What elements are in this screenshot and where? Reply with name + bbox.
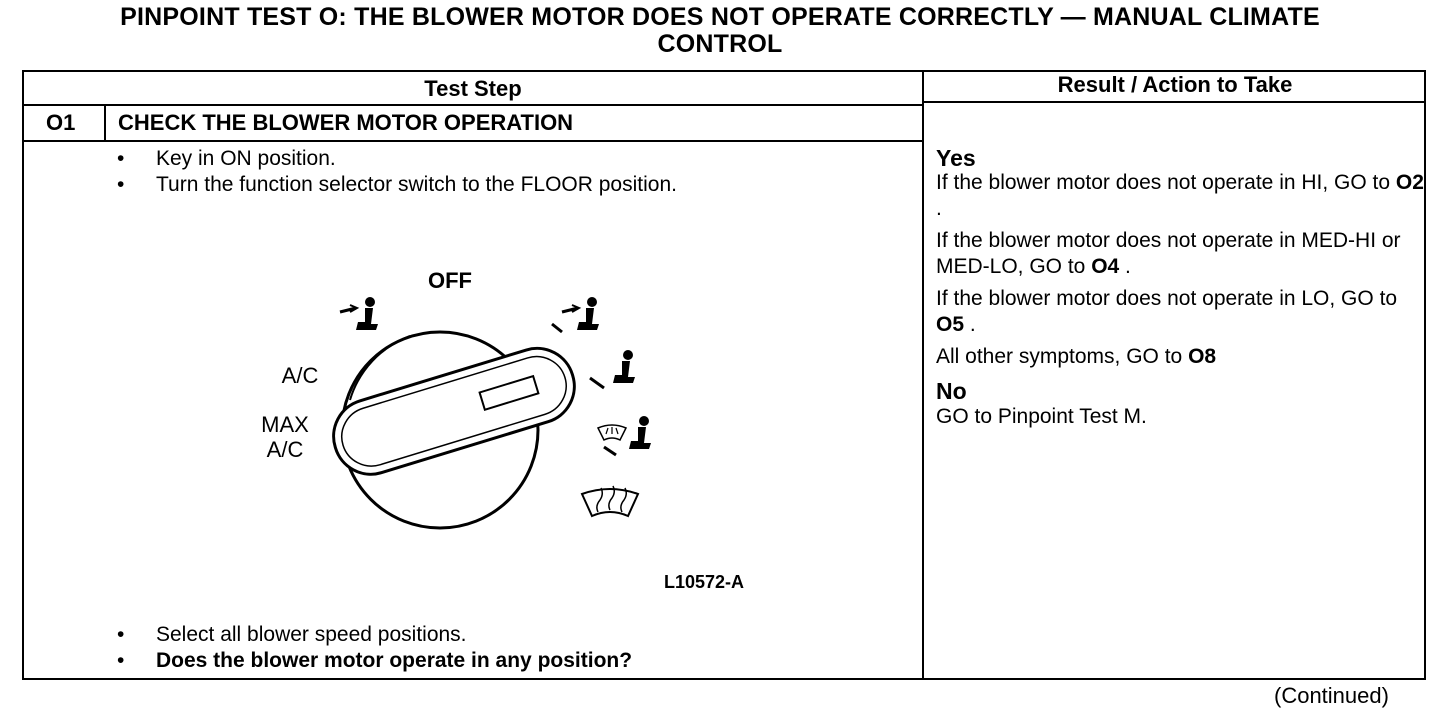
column-divider — [922, 70, 924, 680]
continued-label: (Continued) — [1274, 683, 1389, 708]
step-divider — [22, 140, 924, 142]
bullet-dot: • — [117, 173, 125, 196]
result-other-ref: O8 — [1188, 345, 1217, 368]
no-label: No — [936, 378, 967, 404]
test-step-header: Test Step — [424, 76, 522, 101]
label-ac: A/C — [281, 363, 319, 388]
floor-icon — [589, 350, 635, 390]
result-other: All other symptoms, GO to O8 — [936, 344, 1426, 370]
result-lo: If the blower motor does not operate in … — [936, 287, 1398, 336]
yes-label: Yes — [936, 145, 976, 171]
defrost-icon — [580, 485, 640, 518]
result-med-text: If the blower motor does not operate in … — [936, 229, 1401, 278]
step-id: O1 — [46, 110, 76, 135]
result-lo-ref: O5 — [936, 313, 965, 336]
result-med: If the blower motor does not operate in … — [936, 229, 1401, 278]
panel-floor-icon — [551, 297, 599, 334]
label-max: MAX — [261, 412, 309, 437]
bullet-key-on: Key in ON position. — [156, 147, 336, 170]
result-med-ref: O4 — [1091, 255, 1120, 278]
title-line-2: CONTROL — [657, 30, 783, 58]
result-lo-text: If the blower motor does not operate in … — [936, 287, 1398, 310]
selector-knob — [332, 346, 576, 476]
panel-vent-icon — [339, 297, 378, 330]
result-hi-text: If the blower motor does not operate in … — [936, 171, 1396, 194]
label-max-ac-2: A/C — [266, 437, 304, 462]
bullet-dot: • — [117, 649, 125, 672]
label-max-ac: MAX A/C — [252, 412, 318, 462]
result-header: Result / Action to Take — [1057, 72, 1293, 97]
header-divider — [22, 104, 924, 106]
bullet-dot: • — [117, 147, 125, 170]
title-line-1: PINPOINT TEST O: THE BLOWER MOTOR DOES N… — [120, 3, 1320, 31]
result-hi: If the blower motor does not operate in … — [936, 171, 1424, 220]
bullet-select-speeds: Select all blower speed positions. — [156, 623, 467, 646]
step-id-divider — [104, 104, 106, 142]
label-off: OFF — [428, 268, 472, 293]
result-header-divider — [924, 101, 1426, 103]
test-table — [22, 70, 1426, 680]
bullet-question: Does the blower motor operate in any pos… — [156, 649, 633, 672]
figure-id: L10572-A — [664, 572, 745, 592]
page-title: PINPOINT TEST O: THE BLOWER MOTOR DOES N… — [20, 4, 1420, 58]
result-no-text: GO to Pinpoint Test M. — [936, 405, 1147, 428]
floor-defrost-icon — [596, 416, 651, 457]
function-selector-figure — [332, 297, 651, 530]
bullet-function-selector: Turn the function selector switch to the… — [156, 173, 677, 196]
result-hi-ref: O2 — [1395, 171, 1424, 194]
result-other-text: All other symptoms, GO to — [936, 345, 1189, 368]
step-title: CHECK THE BLOWER MOTOR OPERATION — [118, 110, 574, 135]
bullet-dot: • — [117, 623, 125, 646]
